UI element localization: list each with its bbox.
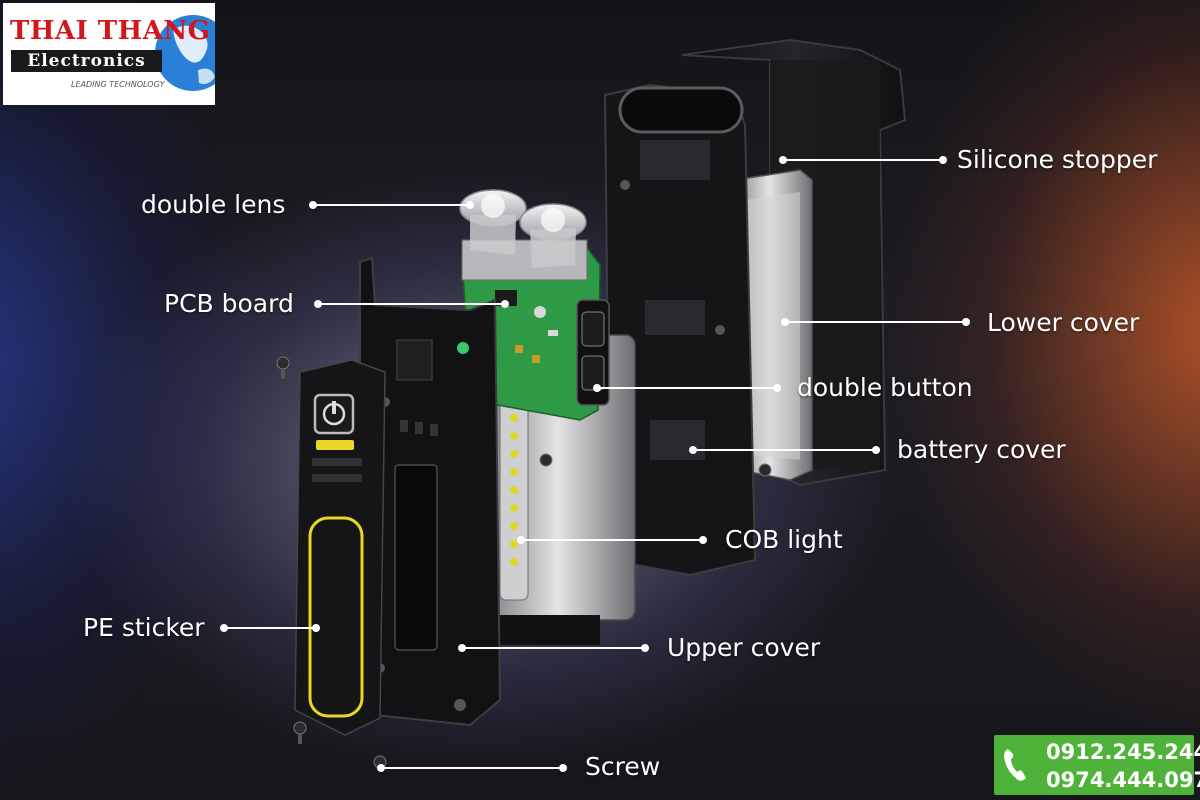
phone-number-2: 0974.444.097 [1046, 768, 1200, 792]
label-silicone-stopper: Silicone stopper [957, 145, 1158, 174]
contact-box: 0912.245.244 0974.444.097 [994, 735, 1200, 795]
logo-line-2: Electronics [11, 50, 162, 72]
lower-cover-part [734, 169, 813, 481]
battery-cover-part [603, 83, 757, 577]
double-lens-part [459, 189, 588, 281]
label-double-lens: double lens [141, 190, 286, 219]
label-cob-light: COB light [725, 525, 843, 554]
screw-parts [276, 356, 772, 769]
logo-tagline: LEADING TECHNOLOGY [71, 80, 165, 89]
double-button-part [576, 299, 610, 406]
logo-line-1: THAI THANG [10, 16, 211, 46]
label-pe-sticker: PE sticker [83, 613, 205, 642]
leader-lines [220, 156, 970, 772]
label-upper-cover: Upper cover [667, 633, 821, 662]
cob-light-part [499, 399, 529, 601]
label-pcb-board: PCB board [164, 289, 294, 318]
phone-number-1: 0912.245.244 [1046, 740, 1200, 764]
label-lower-cover: Lower cover [987, 308, 1140, 337]
label-battery-cover: battery cover [897, 435, 1066, 464]
globe-icon [155, 15, 215, 91]
pe-sticker-part [294, 359, 386, 736]
upper-cover-part [359, 256, 502, 727]
brand-logo: THAI THANG Electronics LEADING TECHNOLOG… [3, 3, 215, 105]
label-double-button: double button [797, 373, 973, 402]
label-screw: Screw [585, 752, 661, 781]
phone-icon [1004, 749, 1026, 781]
